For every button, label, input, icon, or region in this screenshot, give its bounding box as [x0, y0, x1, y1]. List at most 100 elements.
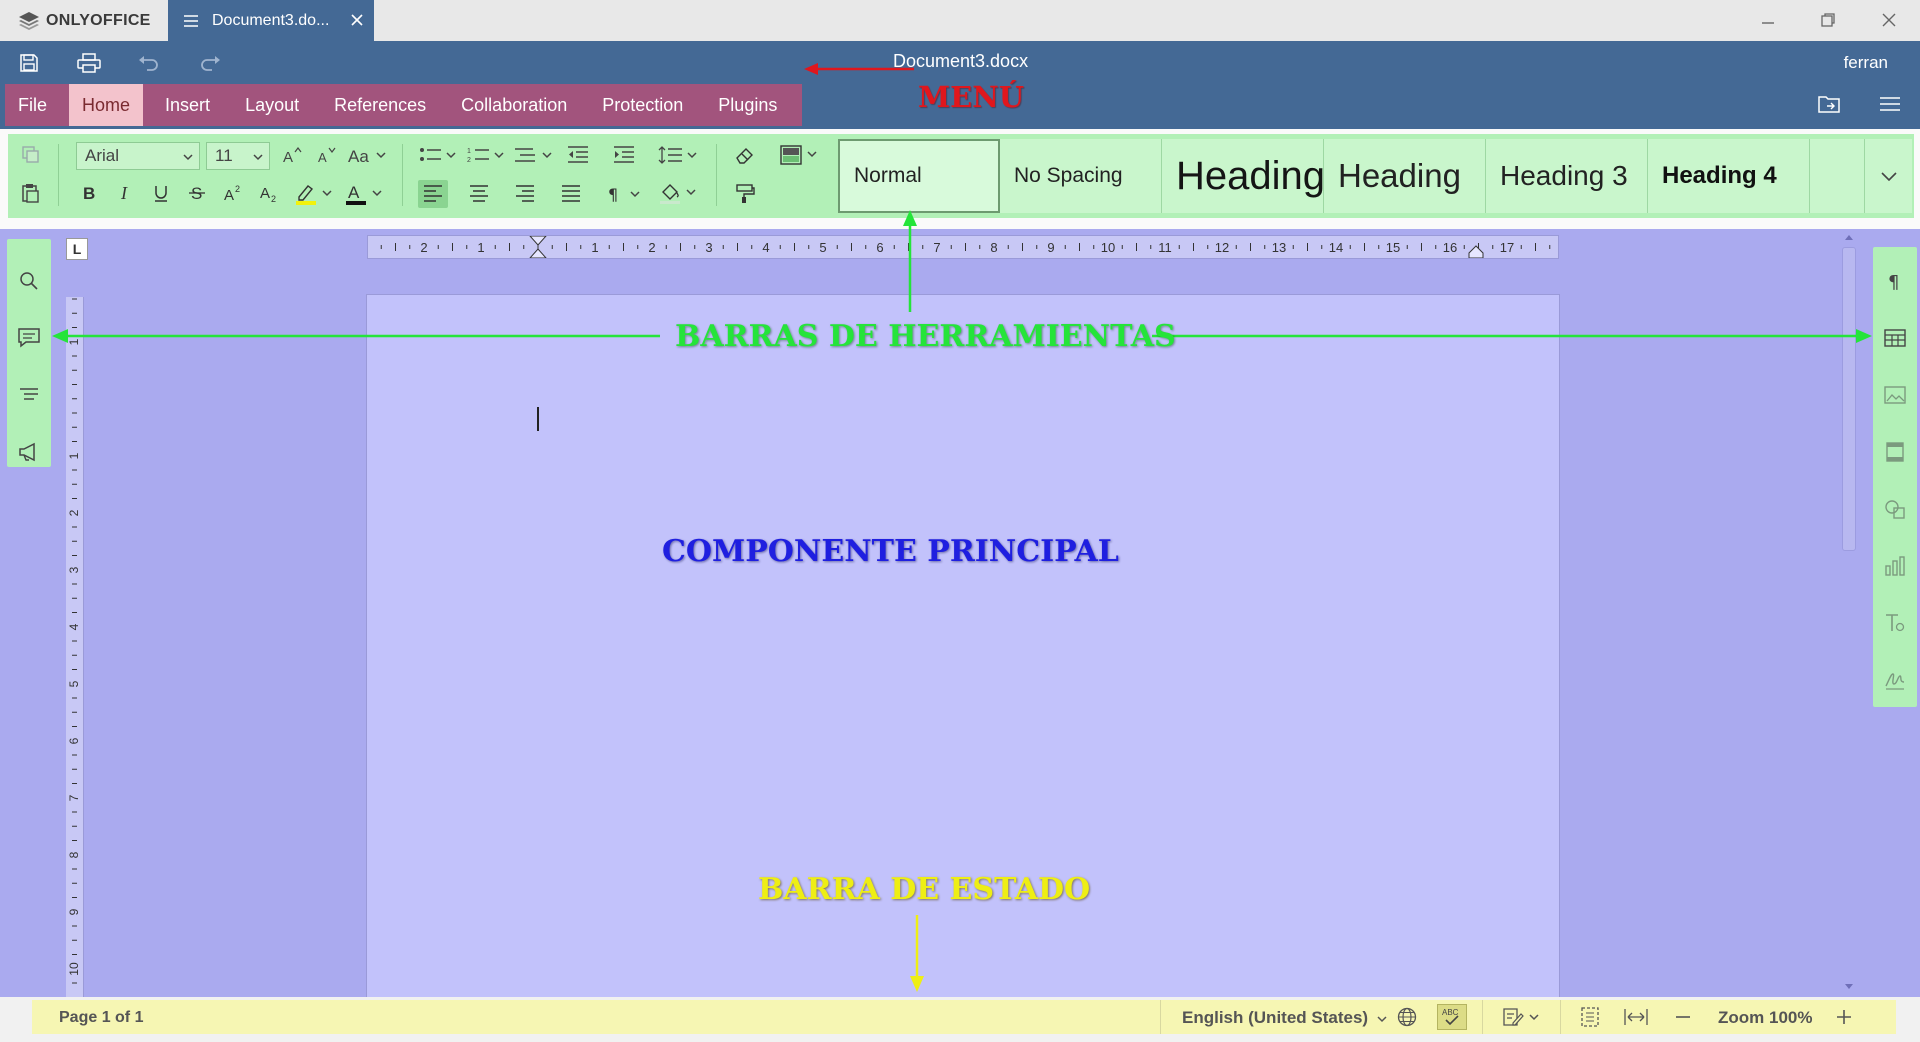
print-button[interactable]	[72, 49, 106, 77]
chart-icon	[1885, 556, 1905, 576]
change-case-button[interactable]: Aa	[346, 142, 388, 168]
svg-text:Aa: Aa	[348, 147, 369, 164]
close-tab-icon[interactable]	[348, 11, 366, 29]
paragraph-settings-button[interactable]: ¶	[1878, 264, 1912, 298]
zoom-level[interactable]: Zoom 100%	[1718, 1008, 1813, 1027]
restore-button[interactable]	[1808, 6, 1848, 34]
open-file-location-button[interactable]	[1812, 89, 1846, 119]
color-scheme-icon	[780, 145, 817, 165]
increase-indent-button[interactable]	[610, 142, 638, 168]
italic-button[interactable]: I	[112, 180, 138, 206]
zoom-out-button[interactable]	[1668, 1004, 1698, 1030]
style-gallery-expand-button[interactable]	[1864, 139, 1912, 213]
ruler-label: 4	[67, 623, 81, 630]
strikethrough-button[interactable]: S	[184, 180, 210, 206]
menu-tab-insert[interactable]: Insert	[165, 94, 211, 115]
indent-marker[interactable]	[529, 236, 547, 258]
view-settings-button[interactable]	[1873, 89, 1907, 119]
spell-check-button[interactable]: ABC	[1437, 1004, 1467, 1030]
align-center-button[interactable]	[464, 180, 494, 208]
font-size-select[interactable]: 11	[206, 142, 270, 170]
bullet-list-button[interactable]	[418, 142, 460, 168]
menu-tab-collaboration[interactable]: Collaboration	[461, 94, 568, 115]
ruler-label: 16	[1443, 240, 1457, 255]
fit-to-width-button[interactable]	[1621, 1004, 1651, 1030]
image-settings-button[interactable]	[1878, 378, 1912, 412]
scroll-down-icon[interactable]	[1840, 981, 1858, 993]
scrollbar-thumb[interactable]	[1842, 247, 1856, 551]
document-page[interactable]	[367, 295, 1559, 1015]
search-button[interactable]	[12, 264, 46, 298]
table-settings-button[interactable]	[1878, 321, 1912, 355]
navigation-button[interactable]	[12, 378, 46, 412]
style-heading-4[interactable]: Heading 4	[1648, 139, 1810, 213]
feedback-button[interactable]	[12, 435, 46, 469]
redo-button[interactable]	[193, 49, 227, 77]
copy-style-button[interactable]	[730, 180, 760, 206]
text-language-select[interactable]: English (United States)	[1182, 1008, 1387, 1028]
copy-button[interactable]	[16, 142, 46, 168]
increase-font-button[interactable]: A	[278, 142, 306, 168]
style-normal[interactable]: Normal	[838, 139, 1000, 213]
shape-settings-button[interactable]	[1878, 492, 1912, 526]
bold-button[interactable]: B	[76, 180, 102, 206]
style-heading-3[interactable]: Heading 3	[1486, 139, 1648, 213]
document-tab[interactable]: Document3.do...	[168, 0, 374, 41]
line-spacing-button[interactable]	[656, 142, 702, 168]
style-heading-2[interactable]: Heading	[1324, 139, 1486, 213]
justify-button[interactable]	[556, 180, 586, 208]
ruler-label: 1	[67, 452, 81, 459]
svg-text:A: A	[348, 183, 360, 202]
paste-button[interactable]	[16, 180, 46, 206]
onlyoffice-logo[interactable]: ONLYOFFICE	[0, 0, 166, 41]
fit-to-page-button[interactable]	[1575, 1004, 1605, 1030]
chart-settings-button[interactable]	[1878, 549, 1912, 583]
style-no-spacing[interactable]: No Spacing	[1000, 139, 1162, 213]
color-scheme-button[interactable]	[778, 142, 824, 168]
underline-button[interactable]	[148, 180, 174, 206]
decrease-indent-button[interactable]	[564, 142, 592, 168]
menu-tab-plugins[interactable]: Plugins	[718, 94, 778, 115]
bold-icon: B	[83, 184, 95, 202]
signature-settings-button[interactable]	[1878, 663, 1912, 697]
folder-icon	[1818, 96, 1840, 113]
header-footer-settings-button[interactable]	[1878, 435, 1912, 469]
save-button[interactable]	[12, 49, 46, 77]
menu-tab-protection[interactable]: Protection	[602, 94, 684, 115]
tab-stop-selector[interactable]: L	[66, 238, 88, 260]
menu-tab-layout[interactable]: Layout	[245, 94, 300, 115]
align-left-button[interactable]	[418, 180, 448, 208]
style-heading-1[interactable]: Heading	[1162, 139, 1324, 213]
user-name[interactable]: ferran	[1843, 53, 1888, 72]
highlight-color-button[interactable]	[294, 180, 336, 206]
menu-tab-references[interactable]: References	[334, 94, 427, 115]
align-right-button[interactable]	[510, 180, 540, 208]
font-color-button[interactable]: A	[344, 180, 386, 206]
font-name-select[interactable]: Arial	[76, 142, 200, 170]
menu-tab-home[interactable]: Home	[69, 84, 144, 126]
zoom-in-button[interactable]	[1829, 1004, 1859, 1030]
close-window-button[interactable]	[1869, 6, 1909, 34]
track-changes-button[interactable]	[1500, 1004, 1544, 1030]
multilevel-list-button[interactable]	[514, 142, 556, 168]
text-cursor	[537, 407, 539, 431]
nonprinting-characters-button[interactable]: ¶	[606, 180, 648, 208]
decrease-font-button[interactable]: A	[312, 142, 340, 168]
menu-tab-file[interactable]: File	[18, 94, 48, 115]
text-art-settings-button[interactable]	[1878, 606, 1912, 640]
scroll-up-icon[interactable]	[1840, 231, 1858, 243]
paragraph-shading-button[interactable]	[658, 180, 702, 208]
right-indent-marker[interactable]	[1468, 245, 1484, 258]
comments-button[interactable]	[12, 321, 46, 355]
paste-icon	[22, 184, 39, 203]
page-counter[interactable]: Page 1 of 1	[59, 1009, 144, 1026]
minimize-button[interactable]	[1748, 6, 1788, 34]
clear-style-button[interactable]	[730, 142, 760, 168]
undo-button[interactable]	[132, 49, 166, 77]
document-language-button[interactable]	[1392, 1004, 1422, 1030]
